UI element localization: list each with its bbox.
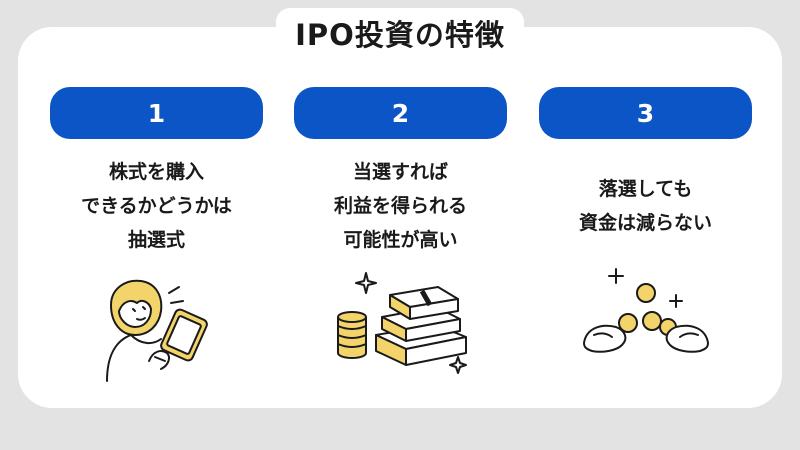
feature-column-1: 1 株式を購入 できるかどうかは 抽選式 — [50, 87, 263, 385]
feature-number-badge: 1 — [50, 87, 263, 139]
feature-line: 落選しても — [598, 178, 693, 200]
feature-line: 抽選式 — [127, 229, 185, 251]
feature-line: 可能性が高い — [343, 229, 458, 251]
feature-column-3: 3 落選しても 資金は減らない — [539, 87, 752, 365]
feature-number-badge: 2 — [294, 87, 507, 139]
feature-description: 株式を購入 できるかどうかは 抽選式 — [50, 153, 263, 259]
feature-line: 当選すれば — [352, 161, 448, 183]
money-stack-coins-icon — [336, 272, 467, 374]
feature-line: 株式を購入 — [108, 161, 204, 183]
feature-line: できるかどうかは — [81, 195, 232, 217]
hands-receiving-coins-icon — [582, 268, 709, 353]
page-title: IPO投資の特徴 — [276, 8, 524, 58]
feature-number-badge: 3 — [539, 87, 752, 139]
feature-line: 資金は減らない — [578, 212, 712, 234]
feature-column-2: 2 当選すれば 利益を得られる 可能性が高い — [294, 87, 507, 375]
feature-description: 落選しても 資金は減らない — [539, 153, 752, 259]
feature-line: 利益を得られる — [333, 195, 467, 217]
feature-description: 当選すれば 利益を得られる 可能性が高い — [294, 153, 507, 259]
person-with-tablet-icon — [105, 279, 208, 382]
